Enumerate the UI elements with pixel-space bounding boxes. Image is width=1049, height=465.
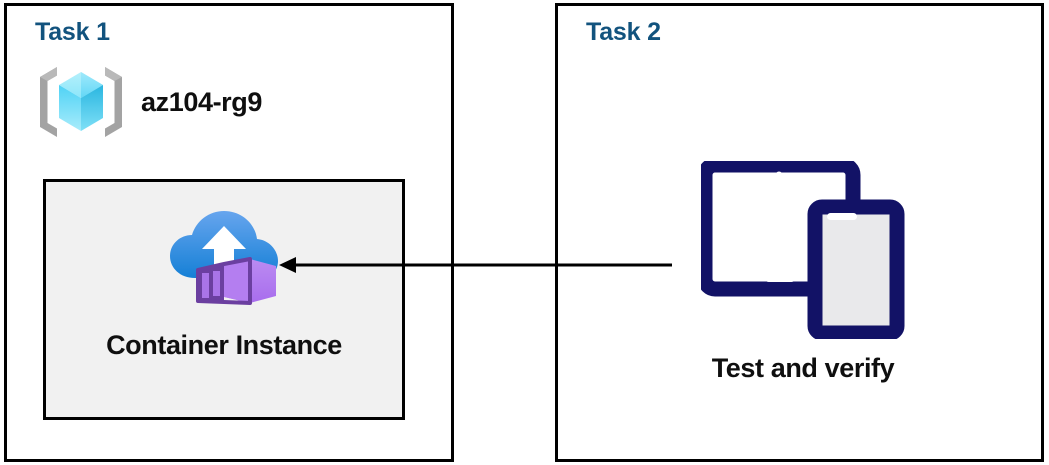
azure-resource-group-icon <box>40 67 122 137</box>
devices-group: Test and verify <box>678 161 928 384</box>
resource-group-row: az104-rg9 <box>35 63 262 141</box>
panel-task-1: Task 1 <box>4 3 454 462</box>
tablet-and-phone-icon <box>700 161 904 339</box>
resource-group-boundary-box: Container Instance <box>43 179 405 420</box>
panel-task-2: Task 2 Test and verify <box>555 3 1044 462</box>
test-and-verify-label: Test and verify <box>711 353 895 383</box>
resource-group-label: az104-rg9 <box>141 86 262 117</box>
azure-container-instance-icon <box>170 211 278 305</box>
panel-title-task-2: Task 2 <box>586 18 661 46</box>
container-instance-label: Container Instance <box>106 330 342 360</box>
panel-title-task-1: Task 1 <box>35 18 110 46</box>
